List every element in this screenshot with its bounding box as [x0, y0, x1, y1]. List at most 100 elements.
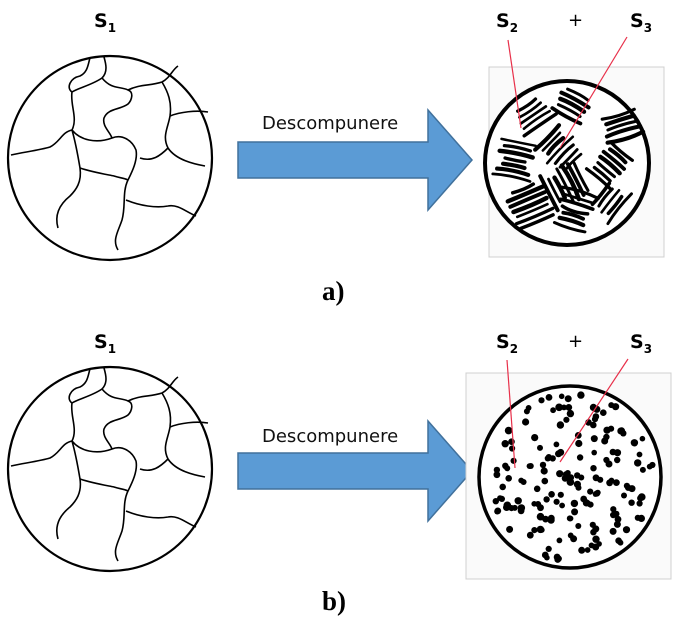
lamella — [503, 156, 527, 164]
globule — [498, 495, 505, 502]
lamella — [508, 190, 547, 209]
lamella — [606, 194, 624, 216]
pointer-lines-a — [507, 36, 628, 149]
globule — [575, 484, 582, 491]
globule — [523, 408, 530, 415]
globule — [522, 418, 530, 426]
lamella — [556, 103, 582, 118]
globule — [553, 441, 560, 448]
globule — [646, 463, 653, 470]
globule — [547, 514, 555, 522]
globule — [561, 404, 567, 411]
lamella — [501, 161, 527, 171]
globule — [539, 461, 547, 469]
globule — [504, 426, 513, 435]
globule — [550, 407, 556, 414]
globule — [493, 471, 501, 479]
globule — [590, 435, 598, 443]
lamella — [609, 140, 634, 162]
lamella — [518, 101, 542, 119]
globule — [531, 527, 538, 534]
globule — [596, 541, 602, 547]
lamella — [604, 124, 643, 139]
lamella — [592, 165, 612, 183]
globule — [526, 531, 534, 539]
plus-sign-a: + — [568, 10, 584, 31]
lamella — [552, 221, 587, 234]
globule — [575, 439, 583, 448]
globule — [592, 535, 600, 543]
globule — [575, 523, 582, 529]
globule — [639, 435, 646, 442]
globule — [608, 402, 615, 409]
lamella — [566, 87, 590, 102]
globule — [628, 499, 635, 506]
s1-label-b: S1 — [94, 331, 117, 356]
globule — [618, 427, 626, 435]
lamella — [497, 148, 535, 160]
globule — [584, 500, 591, 507]
globule — [536, 525, 545, 534]
globule — [609, 448, 617, 456]
globule — [601, 437, 609, 445]
globule — [543, 496, 550, 503]
lamella — [601, 149, 626, 171]
globule — [514, 497, 522, 505]
caption-a: a) — [322, 276, 345, 306]
globule — [576, 454, 584, 461]
lamella — [546, 136, 566, 156]
lamella — [511, 195, 549, 215]
lamella — [600, 107, 636, 121]
globule — [557, 448, 565, 456]
lamella — [538, 174, 560, 213]
globule — [501, 440, 509, 448]
globule — [545, 454, 552, 461]
globule — [537, 504, 544, 512]
globule — [623, 482, 631, 489]
lamella — [547, 177, 562, 204]
globule — [621, 492, 627, 499]
globule — [637, 494, 644, 502]
lamella — [557, 215, 586, 228]
globule — [603, 426, 611, 434]
globule — [517, 504, 526, 512]
globule — [630, 439, 639, 447]
lamella — [495, 166, 531, 177]
globule — [578, 546, 586, 554]
lamella — [502, 143, 533, 153]
globule — [570, 499, 579, 508]
globule — [538, 397, 545, 404]
globule — [565, 404, 573, 411]
globule — [600, 409, 607, 417]
globule — [613, 520, 621, 528]
globule — [574, 472, 581, 479]
globule — [617, 539, 624, 546]
decomposition-arrow-a — [237, 108, 473, 212]
globule — [592, 491, 599, 497]
globule — [554, 556, 561, 563]
globule — [622, 526, 631, 534]
globule — [636, 500, 643, 507]
globule — [606, 479, 613, 487]
globule — [556, 421, 565, 429]
globule — [526, 463, 533, 469]
plus-sign-b: + — [568, 331, 584, 352]
globule — [541, 477, 549, 485]
lamella — [597, 187, 614, 208]
globule — [637, 514, 646, 523]
globule — [614, 456, 621, 464]
globule — [570, 535, 578, 543]
globule — [610, 511, 617, 519]
lamella — [565, 162, 586, 197]
lamella — [550, 106, 583, 126]
globule — [614, 515, 622, 523]
lamella — [559, 163, 582, 202]
globule — [592, 474, 600, 482]
lamella — [606, 119, 638, 132]
lamella — [600, 189, 621, 214]
lamella — [561, 210, 585, 221]
globule — [590, 465, 597, 472]
decomposition-arrow-b — [237, 419, 473, 523]
lamella — [515, 202, 549, 219]
lamella — [533, 123, 562, 152]
